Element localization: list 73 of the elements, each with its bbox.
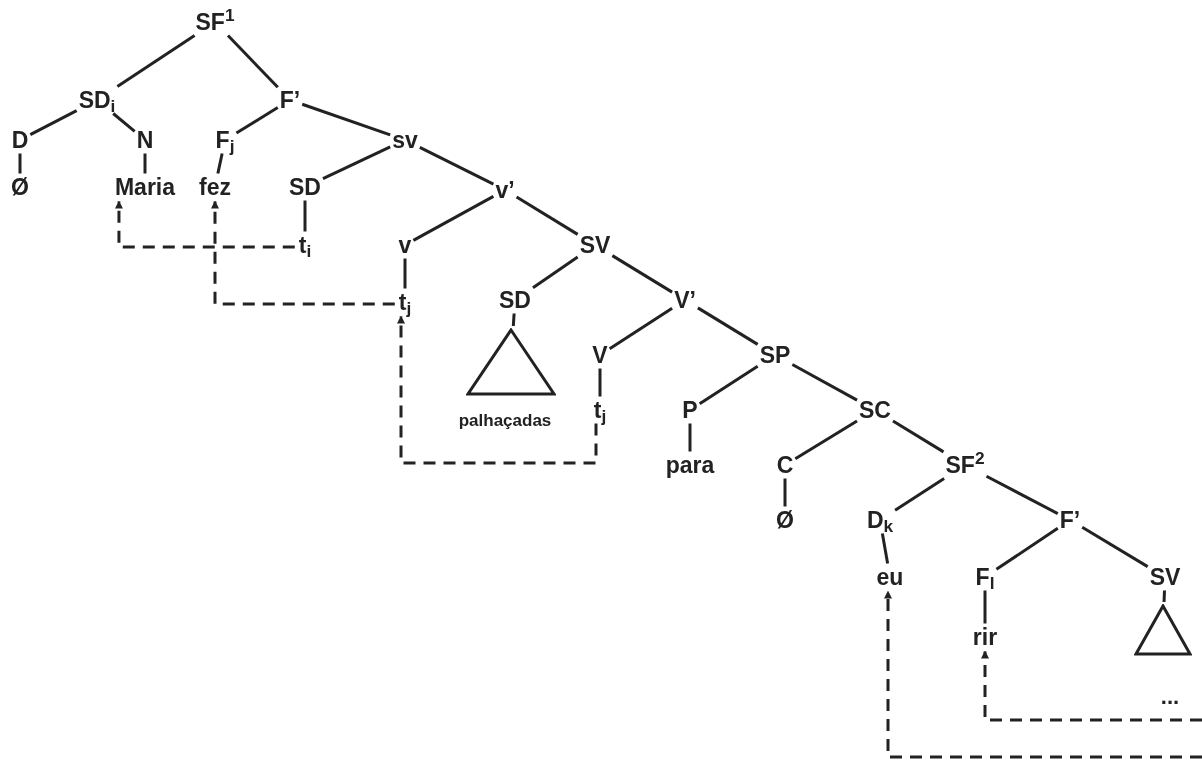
tree-branch xyxy=(216,153,224,174)
node-label: V xyxy=(592,343,608,367)
tree-branch xyxy=(403,258,407,289)
node-label: P xyxy=(682,398,698,422)
node-label: C xyxy=(776,453,794,477)
tree-branch xyxy=(794,419,858,460)
tree-branch xyxy=(226,34,279,89)
node-label: Maria xyxy=(114,175,176,199)
node-label: Ø xyxy=(11,175,29,199)
node-label: SP xyxy=(759,343,791,367)
tree-branch xyxy=(608,307,673,350)
movement-arrow xyxy=(397,315,598,465)
tree-branch xyxy=(698,364,759,405)
node-label: Ø xyxy=(776,508,794,532)
node-label: SV xyxy=(579,233,611,257)
movement-arrow xyxy=(114,200,295,249)
tree-branch xyxy=(116,34,196,88)
tree-branch xyxy=(112,112,136,133)
node-label: D xyxy=(11,128,29,152)
node-label: N xyxy=(136,128,154,152)
node-label: t$_{i}$ xyxy=(298,233,312,257)
triangle-symbol xyxy=(1134,604,1192,656)
tree-branch xyxy=(532,255,579,289)
tree-branch xyxy=(322,145,391,180)
node-label: v xyxy=(398,233,412,257)
node-label: para xyxy=(665,453,715,477)
tree-branch xyxy=(688,423,692,452)
movement-arrow xyxy=(211,200,395,306)
tree-branch xyxy=(880,533,890,564)
tree-branch xyxy=(894,477,945,512)
node-label: SC xyxy=(859,398,891,422)
node-label: V’ xyxy=(674,288,696,312)
tree-branch xyxy=(412,195,495,242)
node-label: SV xyxy=(1149,565,1181,589)
tree-branch xyxy=(303,200,307,232)
node-label: SF$^{2}$ xyxy=(945,453,985,477)
tree-branch xyxy=(611,254,673,294)
node-label: SF$^{1}$ xyxy=(195,10,235,34)
tree-branch xyxy=(419,146,495,186)
node-label: F’ xyxy=(1059,508,1081,532)
node-label: v’ xyxy=(495,178,515,202)
node-label: SD$_{i}$ xyxy=(78,88,116,112)
tree-branch xyxy=(301,102,391,137)
tree-branch xyxy=(791,363,858,402)
node-label: D$_{k}$ xyxy=(866,508,894,532)
node-label: SD xyxy=(289,175,321,199)
node-label: eu xyxy=(876,565,904,589)
node-label: F$_{l}$ xyxy=(975,565,995,589)
tree-branch xyxy=(985,474,1059,515)
node-label: F’ xyxy=(279,88,301,112)
tree-branch xyxy=(892,419,945,454)
tree-branch xyxy=(515,195,579,236)
tree-branch xyxy=(983,590,987,624)
tree-branch xyxy=(1081,526,1149,568)
tree-branch xyxy=(511,313,516,327)
triangle-symbol xyxy=(466,328,556,396)
tree-branch xyxy=(783,478,787,507)
node-label: sv xyxy=(392,128,418,152)
tree-branch xyxy=(995,526,1059,571)
node-label: rir xyxy=(972,625,998,649)
leaf-label: ... xyxy=(1160,686,1180,708)
tree-branch xyxy=(143,153,147,174)
tree-branch xyxy=(1162,590,1166,603)
node-label: SD xyxy=(499,288,531,312)
tree-branch xyxy=(18,153,22,174)
movement-arrow xyxy=(884,590,1202,759)
movement-arrow xyxy=(981,650,1202,722)
tree-branch xyxy=(697,306,759,346)
tree-branch xyxy=(235,106,279,135)
leaf-label: palhaçadas xyxy=(458,411,552,429)
tree-branch xyxy=(598,368,602,397)
node-label: fez xyxy=(199,175,231,199)
tree-branch xyxy=(29,109,78,136)
